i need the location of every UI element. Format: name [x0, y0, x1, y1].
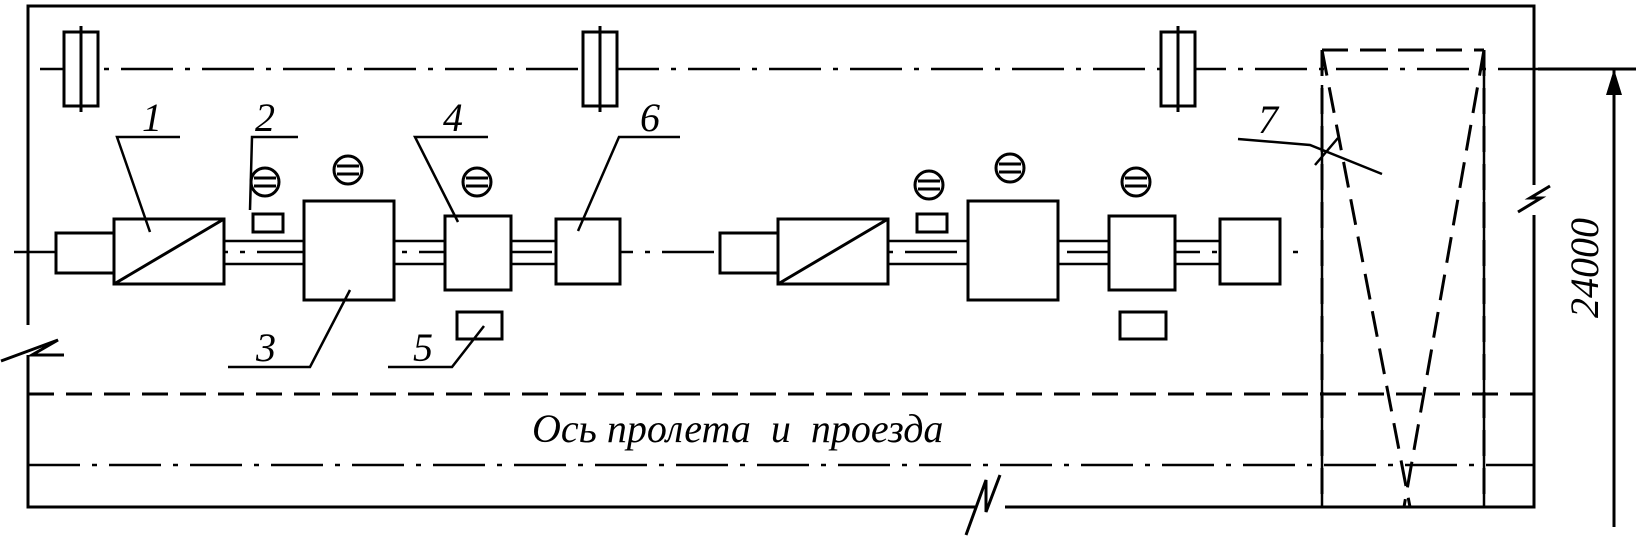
storage-area-7	[1320, 48, 1486, 508]
operator-symbols	[249, 152, 1152, 201]
feeder	[54, 231, 116, 275]
label-7: 7	[1258, 97, 1280, 142]
machine-3	[966, 199, 1060, 302]
dimension-line	[1538, 67, 1636, 527]
label-5: 5	[413, 325, 433, 370]
label-3: 3	[255, 325, 276, 370]
operator-icon	[461, 166, 493, 198]
control-panel-2	[251, 212, 285, 234]
production-line-left	[54, 199, 622, 341]
machine-4	[443, 214, 513, 292]
machine-6	[554, 217, 622, 286]
label-1: 1	[142, 95, 162, 140]
leader-lines	[115, 135, 1383, 369]
machine-4	[1107, 214, 1177, 292]
control-panel-5	[455, 310, 504, 341]
operator-icon	[913, 169, 945, 201]
operator-icon	[249, 166, 281, 198]
columns	[62, 26, 1197, 112]
bay-outline	[26, 4, 1536, 509]
feeder	[718, 231, 780, 275]
break-marks	[0, 184, 1551, 536]
passage-axis-caption: Ось пролета и проезда	[532, 406, 943, 451]
column-3	[1159, 26, 1197, 112]
machine-6	[1218, 217, 1282, 286]
column-2	[581, 26, 619, 112]
operator-icon	[332, 154, 364, 186]
operator-icon	[1120, 166, 1152, 198]
machine-3	[302, 199, 396, 302]
label-6: 6	[640, 95, 660, 140]
column-1	[62, 26, 100, 112]
label-2: 2	[255, 95, 275, 140]
control-panel-2	[915, 212, 949, 234]
operator-icon	[994, 152, 1026, 184]
span-dimension: 24000	[1562, 218, 1607, 318]
production-line-right	[718, 199, 1282, 341]
control-panel-5	[1118, 310, 1168, 341]
label-4: 4	[443, 95, 463, 140]
